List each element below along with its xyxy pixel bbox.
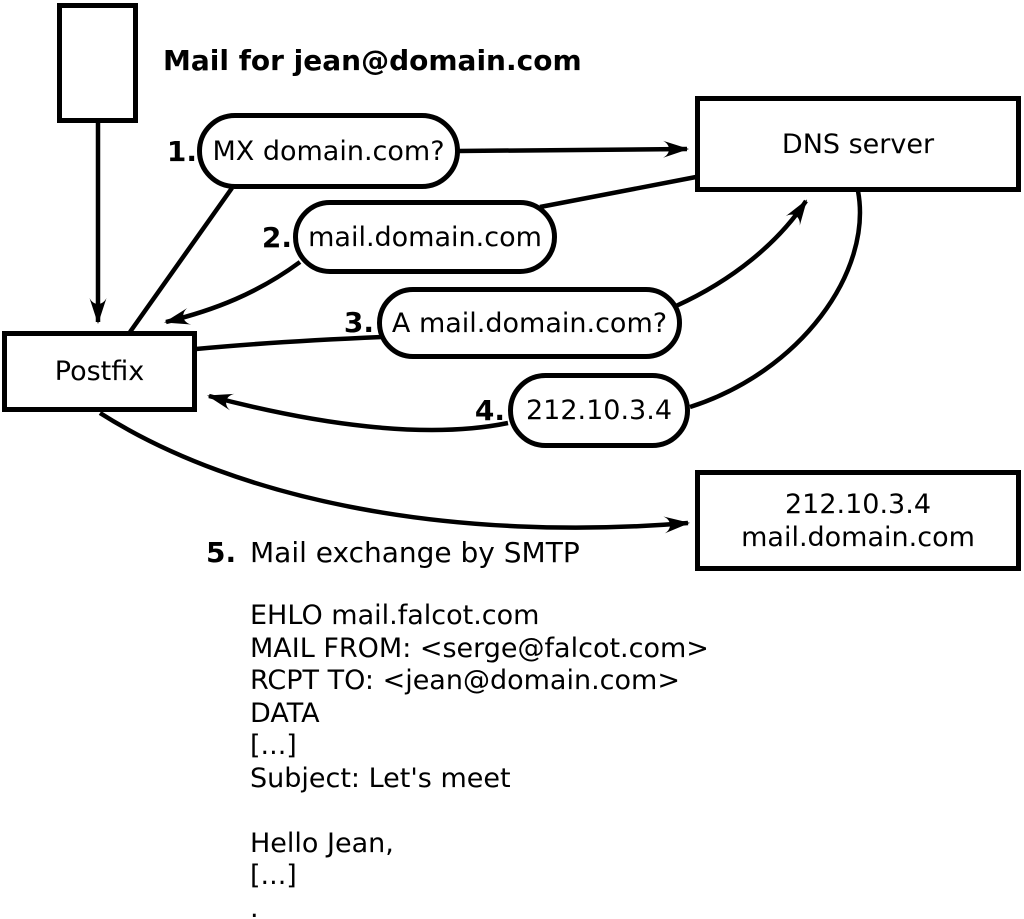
reply-pill-mx-result-label: mail.domain.com xyxy=(308,221,542,253)
step-number-3: 3. xyxy=(343,306,374,339)
postfix-box: Postfix xyxy=(2,331,197,412)
line-postfix-to-query3 xyxy=(195,334,383,352)
step5-caption: Mail exchange by SMTP xyxy=(250,536,580,569)
arrow-query1-to-dns xyxy=(457,140,689,158)
reply-pill-mx-result: mail.domain.com xyxy=(293,200,557,274)
postfix-label: Postfix xyxy=(54,356,145,387)
dns-server-box: DNS server xyxy=(695,96,1021,192)
mail-for-label: Mail for jean@domain.com xyxy=(163,44,582,77)
mail-message-icon xyxy=(57,3,138,123)
arrow-query3-to-dns xyxy=(675,199,808,309)
query-pill-mx-lookup: MX domain.com? xyxy=(197,113,460,189)
step-number-5: 5. xyxy=(206,536,237,569)
arrow-reply4-to-postfix xyxy=(207,393,509,433)
arrow-reply2-to-postfix xyxy=(164,260,302,325)
line-dns-to-reply4 xyxy=(689,190,863,410)
step-number-4: 4. xyxy=(474,394,505,427)
reply-pill-a-result: 212.10.3.4 xyxy=(508,373,690,448)
line-postfix-to-query1 xyxy=(128,186,234,334)
smtp-transcript: EHLO mail.falcot.com MAIL FROM: <serge@f… xyxy=(250,600,709,919)
step-number-2: 2. xyxy=(261,221,292,254)
step-number-1: 1. xyxy=(166,135,197,168)
arrow-postfix-to-mailserver xyxy=(98,411,690,534)
mail-server-box: 212.10.3.4 mail.domain.com xyxy=(695,470,1021,571)
dns-server-label: DNS server xyxy=(781,128,935,160)
line-dns-to-reply2 xyxy=(539,174,697,210)
query-pill-a-lookup-label: A mail.domain.com? xyxy=(391,307,668,339)
query-pill-a-lookup: A mail.domain.com? xyxy=(377,287,682,359)
reply-pill-a-result-label: 212.10.3.4 xyxy=(526,395,672,426)
query-pill-mx-lookup-label: MX domain.com? xyxy=(212,135,445,167)
mail-server-host-label: mail.domain.com xyxy=(741,521,975,553)
mail-server-ip-label: 212.10.3.4 xyxy=(785,488,931,520)
